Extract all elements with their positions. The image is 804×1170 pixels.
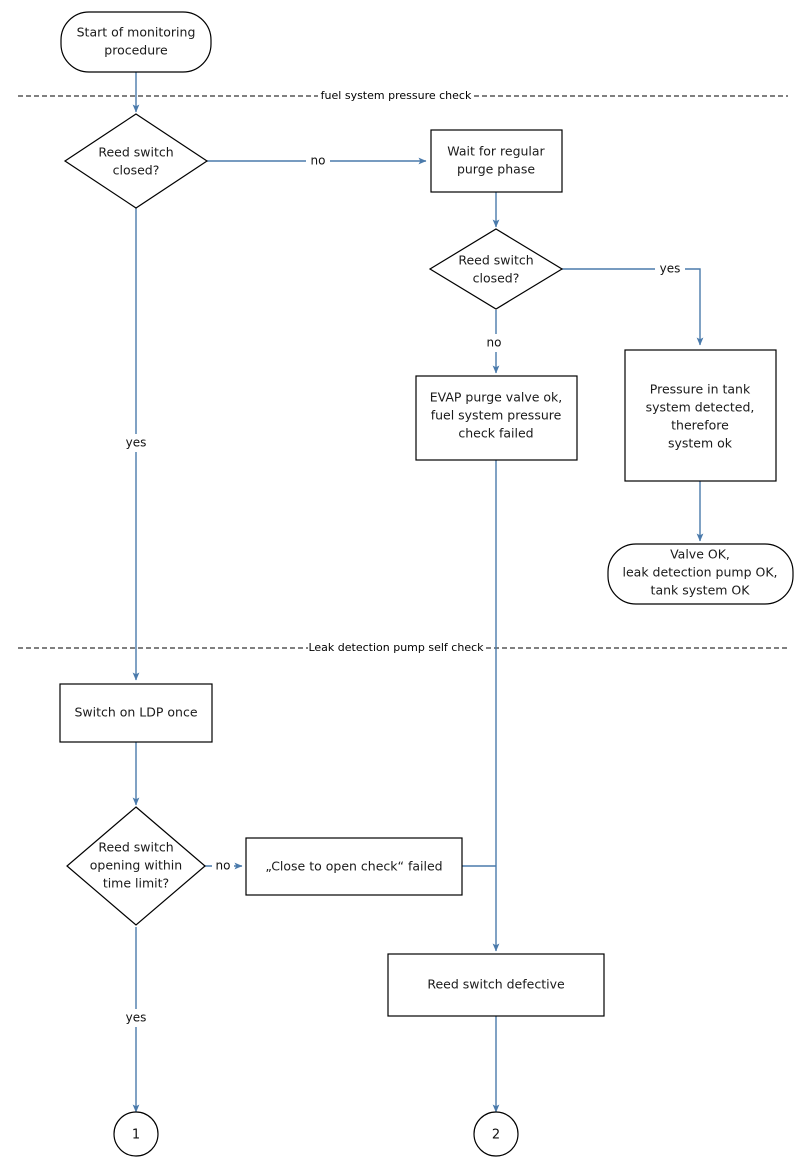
node-pressure-in-tank-system-detected[interactable]: Pressure in tank system detected, theref… [624, 349, 777, 482]
edge-reed-switch-opening-no-to-close-to-open-check-failed: no [205, 858, 243, 875]
node-start-of-monitoring-procedure[interactable]: Start of monitoring procedure [60, 11, 212, 73]
node-wait-line-2: purge phase [457, 162, 535, 177]
section-divider-label-leak-detection-pump-self-check: Leak detection pump self check [308, 641, 484, 654]
node-allok-line-3: tank system OK [651, 583, 751, 598]
section-divider-leak-detection-pump-self-check: Leak detection pump self check [18, 641, 788, 654]
section-divider-label-fuel-system-pressure-check: fuel system pressure check [321, 89, 472, 102]
connector-1-label: 1 [132, 1128, 140, 1143]
node-close-to-open-check-failed[interactable]: „Close to open check“ failed [245, 837, 463, 896]
node-evap-line-2: fuel system pressure [431, 408, 562, 423]
node-start-line-1: Start of monitoring [77, 25, 196, 40]
node-pressure-line-1: Pressure in tank [650, 382, 751, 397]
node-wait-line-1: Wait for regular [447, 144, 545, 159]
edge-label-yes-reed1: yes [126, 436, 147, 450]
node-reedopening-line-2: opening within [90, 858, 182, 873]
node-pressure-line-2: system detected, [646, 400, 755, 415]
node-evap-purge-valve-ok[interactable]: EVAP purge valve ok, fuel system pressur… [415, 375, 578, 461]
node-reed2-line-1: Reed switch [458, 253, 533, 268]
node-reed1-line-1: Reed switch [98, 145, 173, 160]
node-start-line-2: procedure [104, 43, 168, 58]
node-reed-switch-closed-2[interactable]: Reed switch closed? [428, 228, 564, 310]
node-reedopening-line-3: time limit? [103, 876, 169, 891]
node-pressure-line-4: system ok [668, 436, 733, 451]
edge-label-no-reed2: no [487, 336, 502, 350]
node-reed-switch-opening-within-time-limit[interactable]: Reed switch opening within time limit? [66, 806, 206, 926]
node-reed-switch-closed-1[interactable]: Reed switch closed? [63, 113, 209, 209]
node-evap-line-3: check failed [458, 426, 533, 441]
node-switch-on-ldp-once[interactable]: Switch on LDP once [59, 683, 213, 743]
node-connector-2[interactable]: 2 [473, 1111, 519, 1157]
node-valve-ok-terminator[interactable]: Valve OK, leak detection pump OK, tank s… [607, 543, 794, 605]
node-pressure-line-3: therefore [671, 418, 729, 433]
node-allok-line-1: Valve OK, [670, 547, 730, 562]
node-closeopen-line-1: „Close to open check“ failed [265, 859, 442, 874]
edge-label-no-reed1: no [311, 154, 326, 168]
edge-label-no-reed-opening: no [216, 859, 231, 873]
node-ldp-line-1: Switch on LDP once [74, 705, 197, 720]
edge-label-yes-reed-opening: yes [126, 1011, 147, 1025]
node-connector-1[interactable]: 1 [113, 1111, 159, 1157]
edge-reed-switch-closed-2-yes-to-pressure-in-tank-system-detected: yes [562, 260, 704, 346]
connector-2-label: 2 [492, 1128, 500, 1143]
node-reedopening-line-1: Reed switch [98, 840, 173, 855]
node-allok-line-2: leak detection pump OK, [623, 565, 778, 580]
edge-reed-switch-closed-2-no-to-evap-purge-valve-ok: no [482, 310, 506, 374]
node-reed2-line-2: closed? [473, 271, 520, 286]
edge-reed-switch-closed-1-no-to-wait-for-regular-purge-phase: no [207, 152, 427, 170]
edge-reed-switch-closed-1-yes-to-switch-on-ldp-once: yes [122, 200, 150, 681]
edge-label-yes-reed2: yes [660, 262, 681, 276]
node-defective-line-1: Reed switch defective [427, 977, 565, 992]
section-divider-fuel-system-pressure-check: fuel system pressure check [18, 89, 788, 102]
node-reed1-line-2: closed? [113, 163, 160, 178]
node-reed-switch-defective[interactable]: Reed switch defective [387, 953, 605, 1017]
node-evap-line-1: EVAP purge valve ok, [430, 390, 563, 405]
node-wait-for-regular-purge-phase[interactable]: Wait for regular purge phase [430, 129, 563, 193]
edge-reed-switch-opening-yes-to-connector-1: yes [122, 927, 150, 1113]
